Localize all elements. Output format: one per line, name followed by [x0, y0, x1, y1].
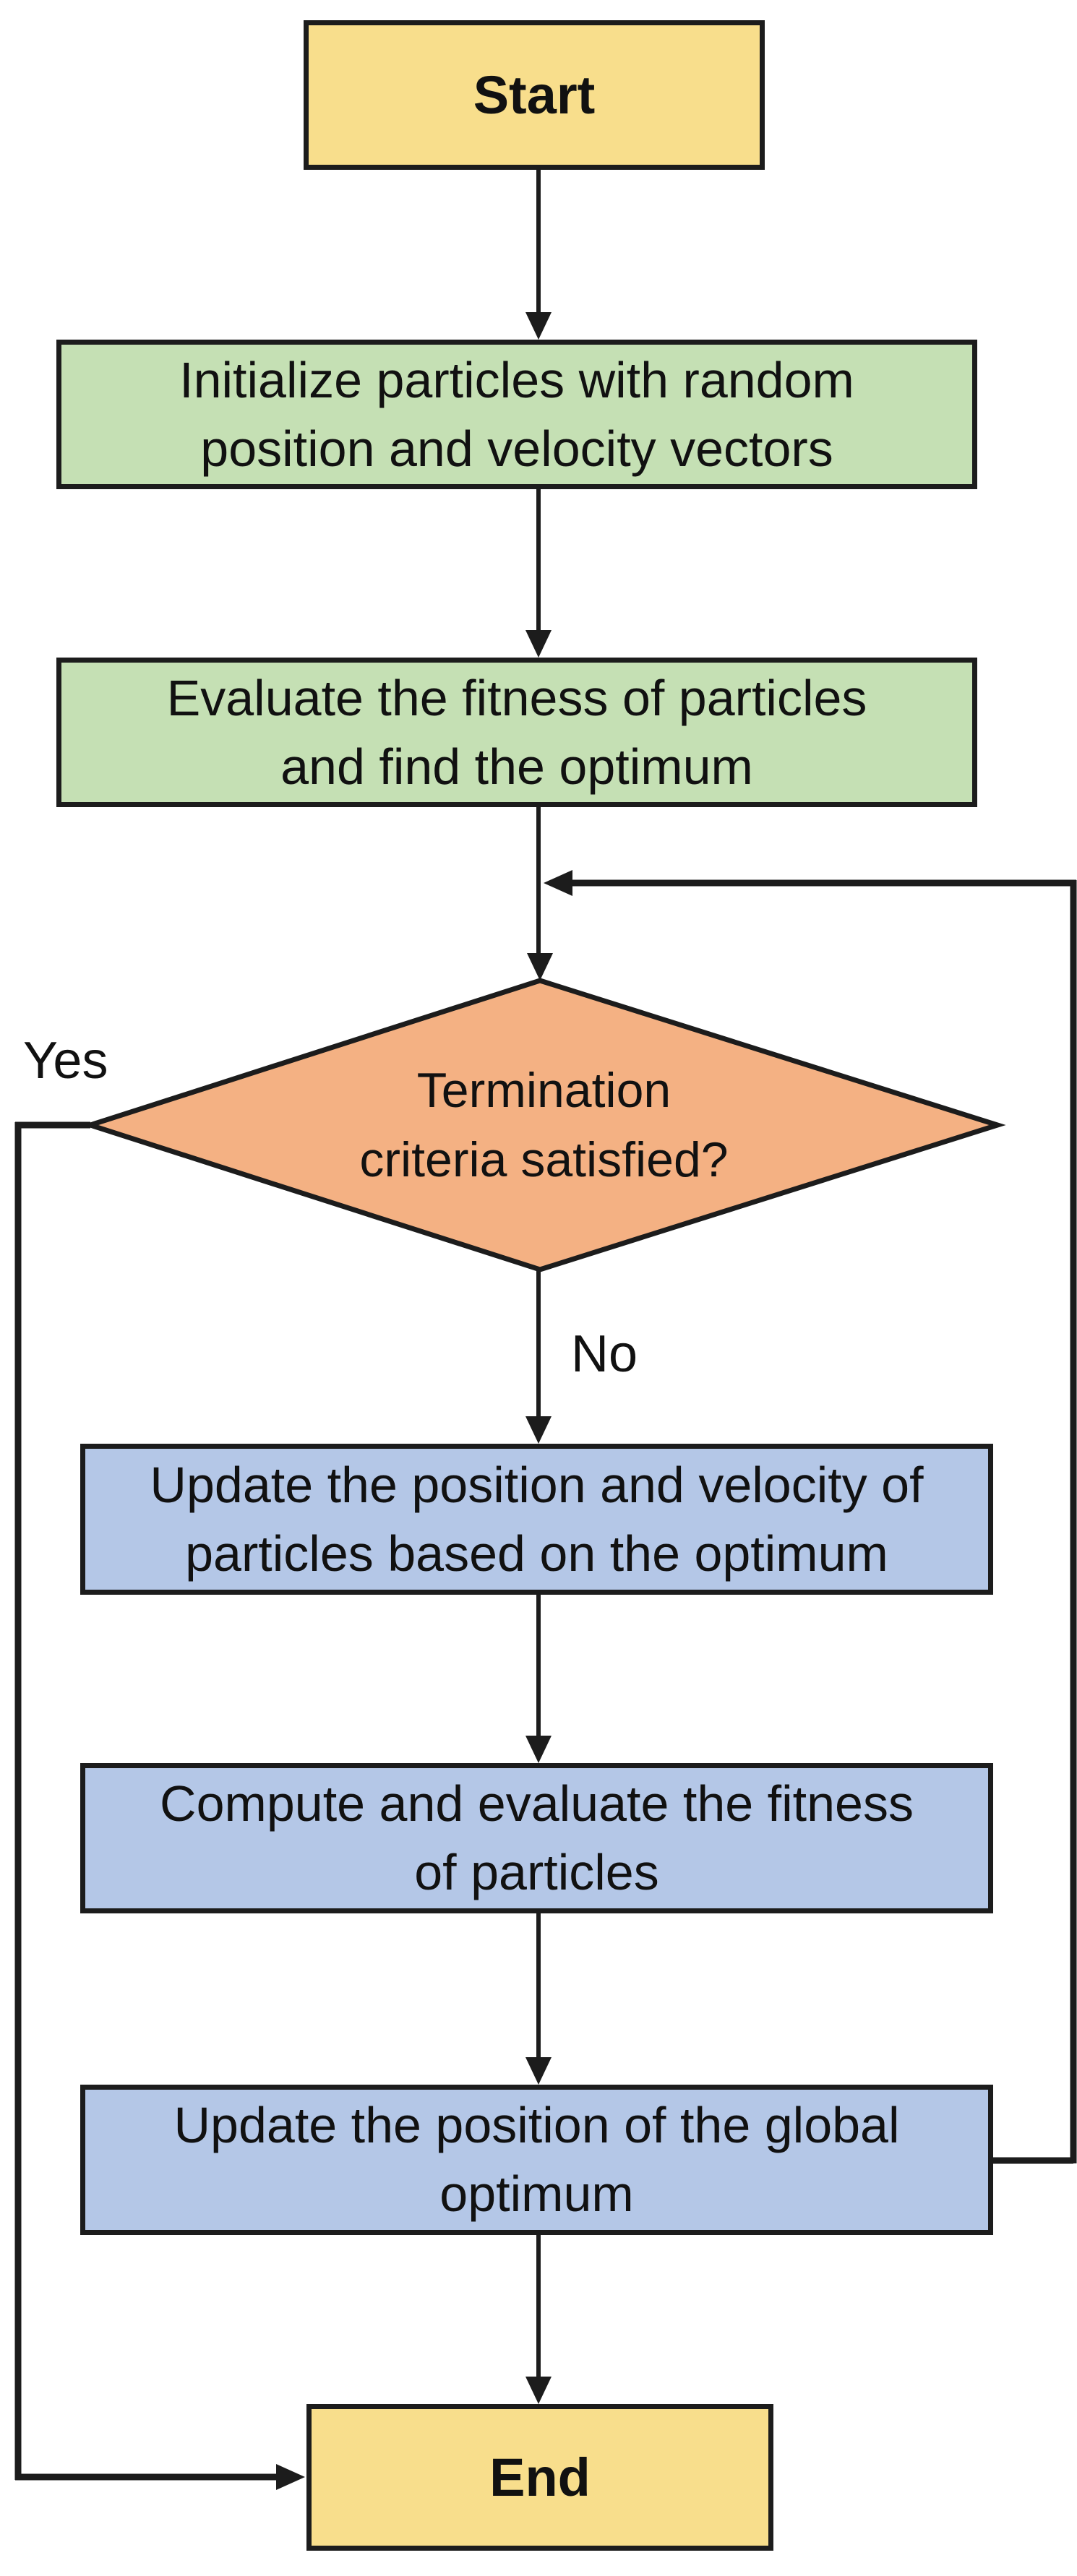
node-evaluate-line2: and find the optimum: [280, 738, 753, 795]
node-update-position-velocity: Update the position and velocity of part…: [80, 1444, 993, 1595]
node-updglob-line2: optimum: [439, 2166, 634, 2222]
edge-evaluate-to-decision: [527, 807, 553, 981]
edge-no-branch: [525, 1270, 552, 1444]
node-initialize-line2: position and velocity vectors: [200, 420, 833, 477]
node-evaluate-line1: Evaluate the fitness of particles: [166, 669, 867, 726]
node-end-label: End: [489, 2447, 591, 2507]
edge-loopback: [544, 870, 1077, 2164]
edge-label-yes: Yes: [23, 1032, 108, 1090]
edge-init-to-evaluate: [525, 489, 552, 658]
node-updglob-line1: Update the position of the global: [173, 2097, 900, 2153]
node-updpv-line1: Update the position and velocity of: [150, 1456, 924, 1513]
node-update-global-optimum: Update the position of the global optimu…: [80, 2085, 993, 2235]
node-compute-line1: Compute and evaluate the fitness: [160, 1775, 914, 1832]
node-initialize-particles: Initialize particles with random positio…: [56, 340, 977, 489]
decision-line1: Termination: [416, 1063, 671, 1118]
node-compute-fitness: Compute and evaluate the fitness of part…: [80, 1763, 993, 1913]
decision-line2: criteria satisfied?: [359, 1132, 729, 1187]
node-end: End: [306, 2404, 773, 2551]
edge-compute-to-updglob: [525, 1913, 552, 2085]
edge-yes-branch: [14, 1121, 305, 2490]
edge-updglob-to-end: [525, 2235, 552, 2404]
node-updpv-line2: particles based on the optimum: [185, 1525, 888, 1582]
edge-label-no: No: [571, 1325, 638, 1383]
node-evaluate-fitness: Evaluate the fitness of particles and fi…: [56, 658, 977, 807]
node-initialize-line1: Initialize particles with random: [179, 351, 854, 408]
edge-updpv-to-compute: [525, 1595, 552, 1763]
node-start: Start: [304, 20, 765, 170]
node-termination-decision-label: Termination criteria satisfied?: [90, 981, 997, 1270]
node-start-label: Start: [473, 65, 596, 125]
node-compute-line2: of particles: [414, 1844, 659, 1900]
edge-start-to-init: [525, 170, 552, 340]
